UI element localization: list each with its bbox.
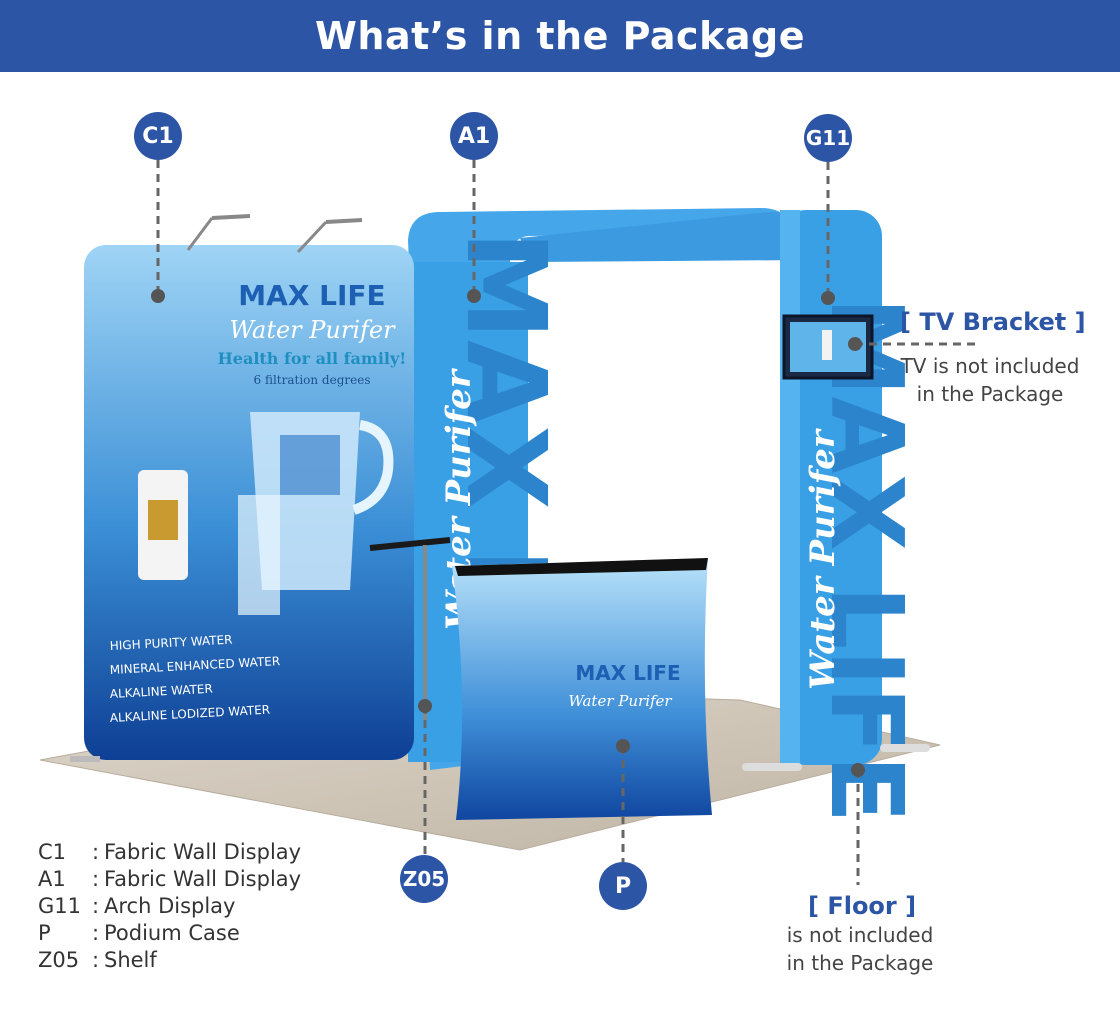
podium-product: Water Purifer	[568, 692, 672, 710]
c1-brand: MAX LIFE	[238, 279, 385, 312]
legend-label: Arch Display	[104, 893, 236, 918]
shelf-top	[369, 537, 451, 551]
tv-note-line2: in the Package	[916, 382, 1064, 406]
legend-item: G11 : Arch Display	[38, 892, 301, 919]
c1-product: Water Purifer	[229, 316, 396, 344]
legend-sep: :	[92, 866, 100, 891]
floor-note-line2: in the Package	[786, 951, 934, 975]
legend-code: C1	[38, 839, 67, 864]
legend-sep: :	[92, 893, 100, 918]
floor-note: is not included in the Package	[760, 921, 960, 977]
tv-bracket-title: [ TV Bracket ]	[900, 308, 1086, 336]
legend-label: Shelf	[104, 947, 157, 972]
legend-item: Z05 : Shelf	[38, 946, 301, 973]
leader-lines	[156, 160, 980, 885]
marker-g11: G11	[804, 114, 852, 162]
legend-item: A1 : Fabric Wall Display	[38, 865, 301, 892]
c1-feature-3: ALKALINE WATER	[109, 682, 213, 701]
legend-code: A1	[38, 866, 66, 891]
c1-tagline: Health for all family!	[218, 349, 407, 368]
marker-z05: Z05	[400, 855, 448, 903]
legend-label: Fabric Wall Display	[104, 839, 302, 864]
podium-brand: MAX LIFE	[575, 661, 680, 685]
floor-note-line1: is not included	[786, 923, 934, 947]
legend-code: G11	[38, 893, 81, 918]
legend-label: Podium Case	[104, 920, 240, 945]
legend-item: C1 : Fabric Wall Display	[38, 838, 301, 865]
podium-case	[452, 558, 712, 820]
g11-big-text: MAX LIFE	[808, 297, 925, 823]
c1-subtagline: 6 filtration degrees	[254, 373, 371, 387]
page-header: What’s in the Package	[0, 0, 1120, 72]
legend-item: P : Podium Case	[38, 919, 301, 946]
marker-p: P	[599, 862, 647, 910]
legend-code: P	[38, 920, 51, 945]
package-legend: C1 : Fabric Wall Display A1 : Fabric Wal…	[38, 838, 301, 973]
g11-product-text: Water Purifer	[803, 428, 843, 690]
legend-sep: :	[92, 839, 100, 864]
leader-dots	[151, 289, 865, 777]
tv-bracket-note: TV is not included in the Package	[880, 352, 1100, 408]
tv-note-line1: TV is not included	[900, 354, 1080, 378]
marker-a1: A1	[450, 112, 498, 160]
floor-title: [ Floor ]	[808, 892, 917, 920]
legend-label: Fabric Wall Display	[104, 866, 302, 891]
page-title: What’s in the Package	[315, 14, 805, 58]
c1-features: HIGH PURITY WATER MINERAL ENHANCED WATER…	[109, 633, 280, 725]
marker-c1: C1	[134, 112, 182, 160]
legend-sep: :	[92, 947, 100, 972]
legend-code: Z05	[38, 947, 80, 972]
legend-sep: :	[92, 920, 100, 945]
c1-feature-1: HIGH PURITY WATER	[109, 633, 232, 653]
arch-top	[520, 211, 805, 262]
